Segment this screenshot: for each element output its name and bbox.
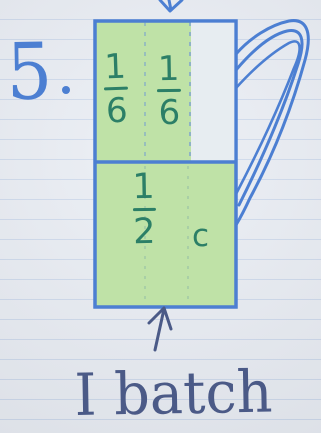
fraction-bar [132, 207, 156, 212]
arrow-up-icon [147, 306, 173, 352]
fraction-denominator: 2 [132, 211, 156, 253]
cup-outline [93, 19, 238, 309]
top-fraction-one-sixth-1: 1 6 [100, 46, 133, 132]
fraction-denominator: 6 [158, 92, 181, 134]
cup-handle-icon [234, 19, 310, 227]
problem-number: 5 [5, 27, 52, 118]
batch-label: I batch [73, 357, 274, 429]
bottom-fraction-one-half: 1 2 [126, 166, 161, 253]
top-right-empty-section [191, 22, 235, 162]
arrow-down-icon [158, 0, 184, 13]
fraction-numerator: 1 [157, 48, 180, 90]
fraction-numerator: 1 [132, 166, 156, 208]
fraction-bar [156, 88, 182, 93]
fraction-numerator: 1 [103, 46, 127, 88]
cup-unit-label: c [192, 218, 210, 254]
fraction-denominator: 6 [105, 90, 129, 132]
problem-number-dot [62, 86, 70, 94]
top-fraction-one-sixth-2: 1 6 [153, 48, 184, 134]
